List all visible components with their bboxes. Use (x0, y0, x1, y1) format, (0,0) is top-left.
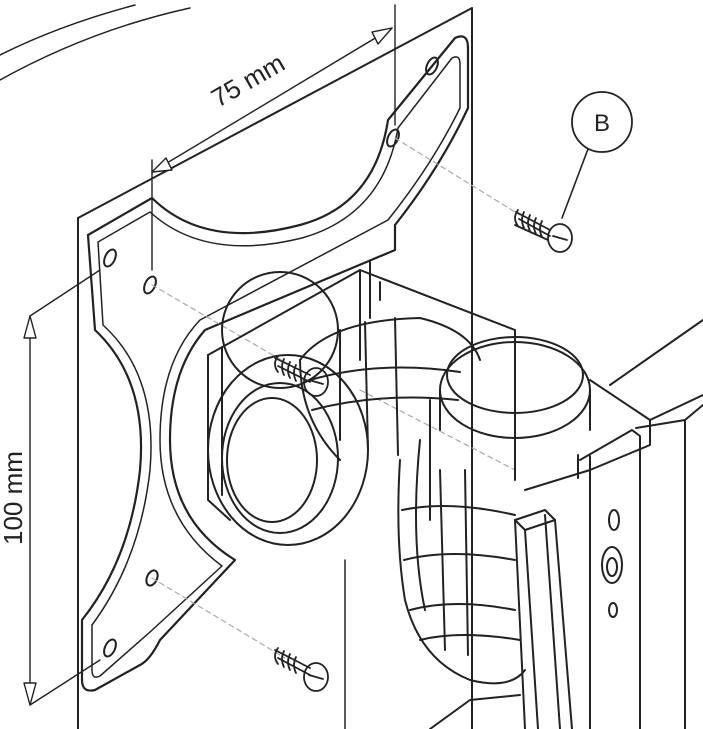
screw (274, 355, 329, 397)
callout-circle (571, 91, 633, 153)
screw-guide-lines (151, 137, 521, 659)
tilt-knob (429, 336, 651, 521)
callout-b (561, 91, 633, 219)
dimension-lines (23, 4, 396, 706)
screw (274, 647, 329, 692)
dimension-label-75mm: 75 mm (206, 47, 290, 113)
plate-hole (425, 56, 439, 76)
monitor-back-panel (0, 4, 473, 729)
support-arm (609, 319, 703, 729)
mounting-block (207, 261, 516, 521)
callout-leader (561, 148, 589, 219)
screw (514, 209, 573, 253)
base-block (429, 694, 521, 729)
swivel-cap (207, 271, 369, 546)
vesa-adapter-plate (80, 35, 470, 692)
hinge-barrel (397, 439, 526, 685)
plate-hole (143, 275, 157, 295)
callout-label: B (594, 110, 610, 137)
dimension-label-100mm: 100 mm (0, 451, 28, 545)
plate-hole (103, 248, 117, 268)
arm-bracket (514, 429, 641, 729)
plate-hole (103, 638, 117, 658)
